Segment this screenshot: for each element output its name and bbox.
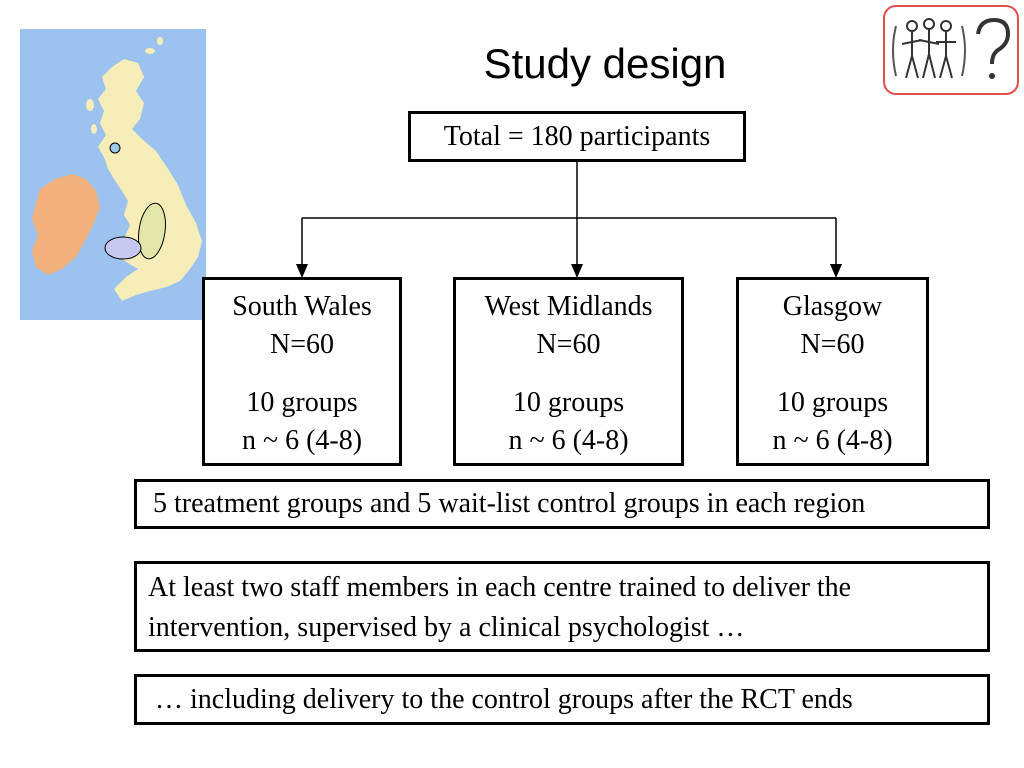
- region-count: N=60: [800, 329, 865, 360]
- region-name: Glasgow: [782, 291, 883, 322]
- staff-training-line-1: At least two staff members in each centr…: [148, 572, 852, 603]
- region-groups: 10 groups: [776, 387, 889, 418]
- region-groups: 10 groups: [246, 387, 358, 418]
- region-count: N=60: [269, 329, 334, 360]
- total-participants-box: Total = 180 participants: [408, 111, 746, 162]
- region-count: N=60: [536, 329, 601, 360]
- people-question-logo-icon: [883, 5, 1019, 95]
- region-group-size: n ~ 6 (4-8): [508, 425, 629, 456]
- staff-training-line-2: intervention, supervised by a clinical p…: [148, 612, 745, 643]
- region-group-size: n ~ 6 (4-8): [241, 425, 363, 456]
- staff-training-note: At least two staff members in each centr…: [134, 561, 990, 652]
- region-box-south-wales: South Wales N=60 10 groups n ~ 6 (4-8): [202, 277, 402, 466]
- region-box-west-midlands: West Midlands N=60 10 groups n ~ 6 (4-8): [453, 277, 684, 466]
- region-name: South Wales: [232, 291, 372, 322]
- page-title: Study design: [483, 40, 727, 87]
- region-group-size: n ~ 6 (4-8): [772, 425, 893, 456]
- treatment-groups-note: 5 treatment groups and 5 wait-list contr…: [134, 479, 990, 529]
- region-name: West Midlands: [484, 291, 653, 322]
- uk-map-icon: [20, 29, 206, 320]
- region-box-glasgow: Glasgow N=60 10 groups n ~ 6 (4-8): [736, 277, 929, 466]
- control-delivery-note: … including delivery to the control grou…: [134, 674, 990, 725]
- region-groups: 10 groups: [512, 387, 625, 418]
